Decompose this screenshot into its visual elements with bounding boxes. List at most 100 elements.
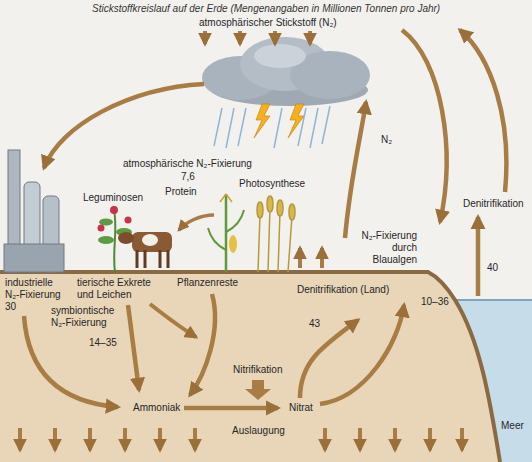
flow-arrow bbox=[300, 320, 358, 398]
cloud-highlight bbox=[254, 44, 306, 68]
leaching-arrow bbox=[193, 428, 197, 450]
leaching-arrow bbox=[18, 428, 22, 450]
flower bbox=[125, 217, 132, 224]
leaching-arrow bbox=[428, 428, 432, 450]
quantity-label: 43 bbox=[308, 318, 321, 330]
leaf bbox=[99, 219, 113, 226]
lightning bbox=[254, 104, 270, 138]
tassel bbox=[220, 194, 232, 202]
wheat-stalk bbox=[258, 214, 260, 272]
process-label: Auslaugung bbox=[231, 425, 286, 437]
process-label: Nitrifikation bbox=[232, 364, 283, 376]
flow-arrow bbox=[308, 31, 312, 44]
cloud bbox=[202, 37, 370, 106]
leaching-arrow bbox=[88, 428, 92, 450]
wheat-ear bbox=[289, 204, 295, 220]
factory-hall bbox=[4, 244, 64, 272]
leaching-arrow bbox=[393, 428, 397, 450]
gas-label: N₂ bbox=[380, 134, 393, 146]
flower bbox=[110, 206, 118, 214]
leaf bbox=[208, 228, 226, 250]
flow-arrow bbox=[238, 31, 242, 44]
flow-arrow bbox=[190, 294, 215, 395]
leaching-arrow bbox=[323, 428, 327, 450]
process-label: industrielle N₂-Fixierung bbox=[4, 277, 68, 301]
wheat-stalk bbox=[268, 208, 270, 272]
flower bbox=[98, 225, 105, 232]
coastline bbox=[0, 272, 500, 462]
rain-line bbox=[238, 108, 246, 146]
corn-plant bbox=[208, 194, 244, 272]
cow-patch bbox=[142, 234, 158, 246]
substance-label: Nitrat bbox=[288, 402, 314, 414]
substance-label: Protein bbox=[164, 186, 198, 198]
flow-arrow bbox=[203, 31, 207, 44]
sea-surface bbox=[455, 299, 532, 301]
stem bbox=[225, 194, 228, 272]
substance-label: Ammoniak bbox=[132, 402, 181, 414]
cow-leg bbox=[159, 250, 162, 268]
cow bbox=[118, 232, 172, 268]
rain bbox=[214, 106, 330, 148]
flow-arrow bbox=[24, 316, 118, 407]
quantity-label: 30 bbox=[4, 301, 17, 313]
quantity-label: 14–35 bbox=[88, 337, 118, 349]
process-label: Denitrifikation (Land) bbox=[296, 284, 390, 296]
wheat-ear bbox=[257, 202, 263, 218]
flow-arrow bbox=[44, 84, 204, 168]
factory bbox=[4, 150, 64, 272]
flow-arrow bbox=[150, 304, 196, 337]
corn-cob bbox=[229, 235, 237, 253]
flow-arrow bbox=[128, 305, 139, 390]
process-label: N₂-Fixierung durch Blaualgen bbox=[352, 230, 418, 266]
flow-arrow bbox=[184, 406, 278, 411]
wheat bbox=[257, 196, 295, 272]
quantity-label: 10–36 bbox=[420, 296, 450, 308]
source-label: Pflanzenreste bbox=[176, 277, 239, 289]
flow-arrow bbox=[402, 30, 446, 222]
diagram-title: Stickstoffkreislauf auf der Erde (Mengen… bbox=[91, 3, 441, 15]
quantity-label: 40 bbox=[486, 262, 499, 274]
wheat-stalk bbox=[288, 216, 292, 272]
cow-leg bbox=[167, 250, 170, 268]
lightning bbox=[288, 104, 304, 138]
flow-arrow bbox=[320, 305, 404, 404]
leaching-arrow bbox=[123, 428, 127, 450]
rain-line bbox=[274, 108, 282, 148]
process-label: Photosynthese bbox=[238, 178, 306, 190]
cow-leg bbox=[136, 250, 139, 268]
plant-label: Leguminosen bbox=[82, 192, 144, 204]
soil bbox=[0, 272, 500, 462]
leaching-arrow bbox=[53, 428, 57, 450]
quantity-label: 7,6 bbox=[180, 171, 196, 183]
leaching-arrow bbox=[158, 428, 162, 450]
flow-arrow bbox=[320, 248, 324, 268]
source-label: tierische Exkrete und Leichen bbox=[76, 277, 162, 301]
stem bbox=[114, 210, 115, 272]
flow-arrow bbox=[273, 31, 277, 44]
sea-label: Meer bbox=[500, 420, 525, 432]
process-label: atmosphärische N₂-Fixierung bbox=[122, 158, 253, 170]
rain-line bbox=[214, 108, 222, 146]
leaf bbox=[98, 236, 114, 244]
flow-arrow bbox=[476, 217, 481, 296]
flow-arrow bbox=[345, 102, 366, 238]
cow-head bbox=[118, 232, 134, 244]
nitrification-arrow bbox=[245, 380, 271, 400]
leaching-arrow bbox=[460, 428, 464, 450]
rain-line bbox=[226, 108, 234, 148]
cow-body bbox=[132, 232, 172, 252]
wheat-ear bbox=[277, 200, 283, 216]
process-label: Denitrifikation bbox=[462, 198, 525, 210]
flow-arrow bbox=[179, 215, 214, 230]
atmosphere-label: atmosphärischer Stickstoff (N₂) bbox=[198, 17, 338, 29]
rain-line bbox=[322, 106, 330, 144]
cow-leg bbox=[144, 250, 147, 268]
leaching-arrow bbox=[358, 428, 362, 450]
wheat-stalk bbox=[278, 212, 280, 272]
rain-line bbox=[310, 108, 318, 148]
flow-arrow bbox=[460, 30, 506, 192]
